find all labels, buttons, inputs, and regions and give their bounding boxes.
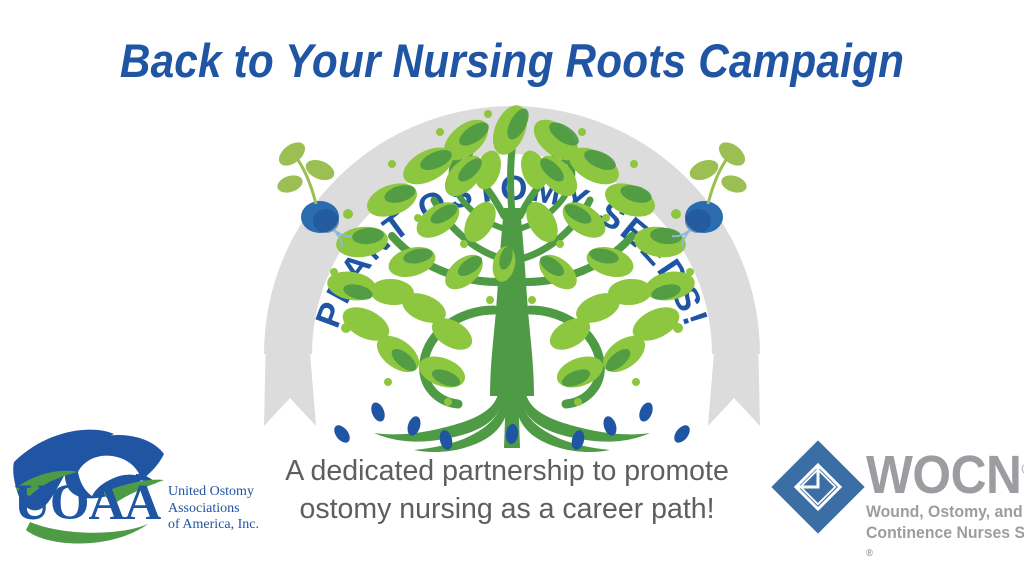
- sprout-leaf-left-3: [277, 175, 303, 193]
- sprout-seed-right-shadow: [685, 209, 711, 233]
- tree-branch-mid-left: [388, 232, 502, 286]
- tree-branch-mid-right: [522, 232, 636, 286]
- wocn-logo: WOCN® Wound, Ostomy, and Continence Nurs…: [771, 437, 1024, 559]
- wocn-name-line-2-text: Continence Nurses Society: [866, 523, 1024, 542]
- wocn-organization-name: Wound, Ostomy, and Continence Nurses Soc…: [866, 501, 1024, 564]
- uoaa-accent-green-left: [16, 470, 78, 496]
- wocn-inner-diamond-fold: [796, 465, 820, 489]
- tagline-line-1: A dedicated partnership to promote: [285, 455, 729, 487]
- uoaa-organization-name: United Ostomy Associations of America, I…: [168, 484, 268, 534]
- uoaa-name-line-1: United Ostomy: [168, 484, 254, 499]
- uoaa-name-line-2: Associations: [168, 500, 240, 516]
- wocn-wordmark: WOCN®: [866, 443, 1024, 502]
- tree-trunk: [490, 208, 534, 396]
- uoaa-logo: UOAA United Ostomy Associations of Ameri…: [8, 424, 266, 554]
- tagline-line-2: ostomy nursing as a career path!: [299, 493, 715, 525]
- wocn-wordmark-text: WOCN: [866, 445, 1022, 505]
- ribbon-arch: [264, 106, 760, 355]
- tree-branch-top-center: [507, 146, 516, 218]
- sprout-leaf-left-1: [278, 142, 306, 166]
- sprout-leaf-right-2: [689, 159, 719, 181]
- sprout-root-right: [671, 229, 691, 248]
- wocn-name-line-1: Wound, Ostomy, and: [866, 502, 1023, 521]
- page-title: Back to Your Nursing Roots Campaign: [119, 34, 905, 87]
- wocn-inner-notch: [799, 468, 837, 506]
- sprout-stem-right: [706, 159, 728, 205]
- tree-seeds: [334, 402, 690, 450]
- wocn-name-line-2: Continence Nurses Society ®: [866, 522, 1024, 564]
- uoaa-eagle-head: [78, 455, 140, 496]
- uoaa-emblem-icon: [8, 424, 168, 554]
- uoaa-accent-green-right: [104, 479, 164, 504]
- ribbon-banner: [264, 106, 760, 426]
- wocn-registered-mark: ®: [1021, 461, 1024, 478]
- sprout-leaf-right-3: [721, 175, 747, 193]
- sprout-left: [277, 142, 353, 248]
- wocn-inner-diamond: [793, 462, 843, 512]
- tagline: A dedicated partnership to promote ostom…: [252, 452, 762, 528]
- tree-leaf-accents: [343, 108, 682, 387]
- uoaa-name-line-3: of America, Inc.: [168, 517, 259, 532]
- campaign-emblem: PLANT OSTOMY SEEDS!: [242, 96, 782, 453]
- tree-dots: [330, 110, 694, 406]
- sprout-root-left: [333, 229, 353, 248]
- sprout-leaf-left-2: [305, 159, 335, 181]
- tree-illustration: [327, 105, 695, 453]
- uoaa-wordmark: UOAA: [14, 475, 161, 531]
- wocn-diamond-icon: [771, 440, 865, 534]
- sprout-stem-left: [296, 159, 318, 205]
- sprout-seed-left-shadow: [313, 209, 339, 233]
- uoaa-wing-left: [13, 429, 114, 511]
- sprout-right: [671, 142, 747, 248]
- sprout-leaf-right-1: [718, 142, 746, 166]
- wocn-name-registered-mark: ®: [866, 548, 873, 559]
